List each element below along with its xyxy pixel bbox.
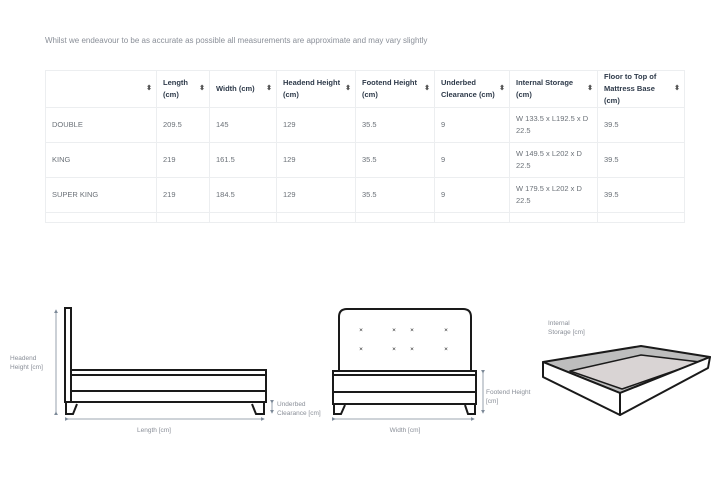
dimensions-table: ⬍Length (cm)⬍Width (cm)⬍Headend Height (…: [45, 70, 685, 223]
sort-icon[interactable]: ⬍: [345, 85, 351, 92]
table-cell: 39.5: [597, 107, 685, 143]
table-cell: 39.5: [597, 142, 685, 178]
table-cell: 129: [276, 107, 356, 143]
empty-row: [45, 212, 685, 223]
column-header[interactable]: Floor to Top of Mattress Base (cm) ⬍: [597, 70, 685, 108]
table-cell: [597, 212, 685, 223]
column-header-label: Length (cm): [163, 78, 188, 99]
sort-icon[interactable]: ⬍: [499, 85, 505, 92]
column-header[interactable]: Headend Height (cm) ⬍: [276, 70, 356, 108]
sort-icon[interactable]: ⬍: [146, 85, 152, 92]
svg-text:×: ×: [392, 346, 396, 353]
side-view-diagram: [64, 307, 267, 415]
sort-icon[interactable]: ⬍: [266, 85, 272, 92]
storage-label-1: Internal: [548, 320, 570, 327]
headboard-buttons: × × × × × × × ×: [359, 327, 448, 353]
column-header[interactable]: Internal Storage (cm) ⬍: [509, 70, 598, 108]
svg-text:×: ×: [410, 327, 414, 334]
svg-text:×: ×: [359, 346, 363, 353]
width-label: Width [cm]: [390, 427, 421, 434]
length-label: Length [cm]: [137, 427, 171, 434]
sort-icon[interactable]: ⬍: [674, 85, 680, 92]
table-cell: W 179.5 x L202 x D 22.5: [509, 177, 598, 213]
svg-text:×: ×: [392, 327, 396, 334]
table-cell: 161.5: [209, 142, 277, 178]
front-view-diagram: [332, 308, 477, 415]
underbed-label-1: Underbed: [277, 401, 306, 408]
svg-text:×: ×: [359, 327, 363, 334]
table-cell: 219: [156, 142, 210, 178]
table-cell: 35.5: [355, 177, 435, 213]
footend-label-1: Footend Height: [486, 389, 531, 396]
table-cell: KING: [45, 142, 157, 178]
column-header-label: Footend Height (cm): [362, 78, 417, 99]
table-cell: 9: [434, 107, 510, 143]
footend-label-2: [cm]: [486, 398, 498, 405]
sort-icon[interactable]: ⬍: [199, 85, 205, 92]
table-cell: DOUBLE: [45, 107, 157, 143]
headend-label-1: Headend: [10, 355, 37, 362]
sort-icon[interactable]: ⬍: [587, 85, 593, 92]
storage-label-2: Storage [cm]: [548, 329, 585, 336]
column-header[interactable]: Width (cm) ⬍: [209, 70, 277, 108]
column-header-label: Floor to Top of Mattress Base (cm): [604, 72, 657, 105]
column-header-label: Headend Height (cm): [283, 78, 341, 99]
svg-text:×: ×: [410, 346, 414, 353]
svg-text:×: ×: [444, 346, 448, 353]
disclaimer-text: Whilst we endeavour to be as accurate as…: [45, 36, 428, 45]
storage-diagram: [542, 345, 711, 416]
headend-label-2: Height [cm]: [10, 364, 43, 371]
column-header[interactable]: ⬍: [45, 70, 157, 108]
column-header-label: Underbed Clearance (cm): [441, 78, 495, 99]
sort-icon[interactable]: ⬍: [424, 85, 430, 92]
table-cell: 184.5: [209, 177, 277, 213]
svg-text:×: ×: [444, 327, 448, 334]
underbed-label-2: Clearance [cm]: [277, 410, 321, 417]
table-cell: 35.5: [355, 142, 435, 178]
column-header[interactable]: Underbed Clearance (cm) ⬍: [434, 70, 510, 108]
column-header[interactable]: Footend Height (cm) ⬍: [355, 70, 435, 108]
table-cell: 35.5: [355, 107, 435, 143]
column-header-label: Width (cm): [216, 84, 255, 93]
column-header-label: Internal Storage (cm): [516, 78, 574, 99]
